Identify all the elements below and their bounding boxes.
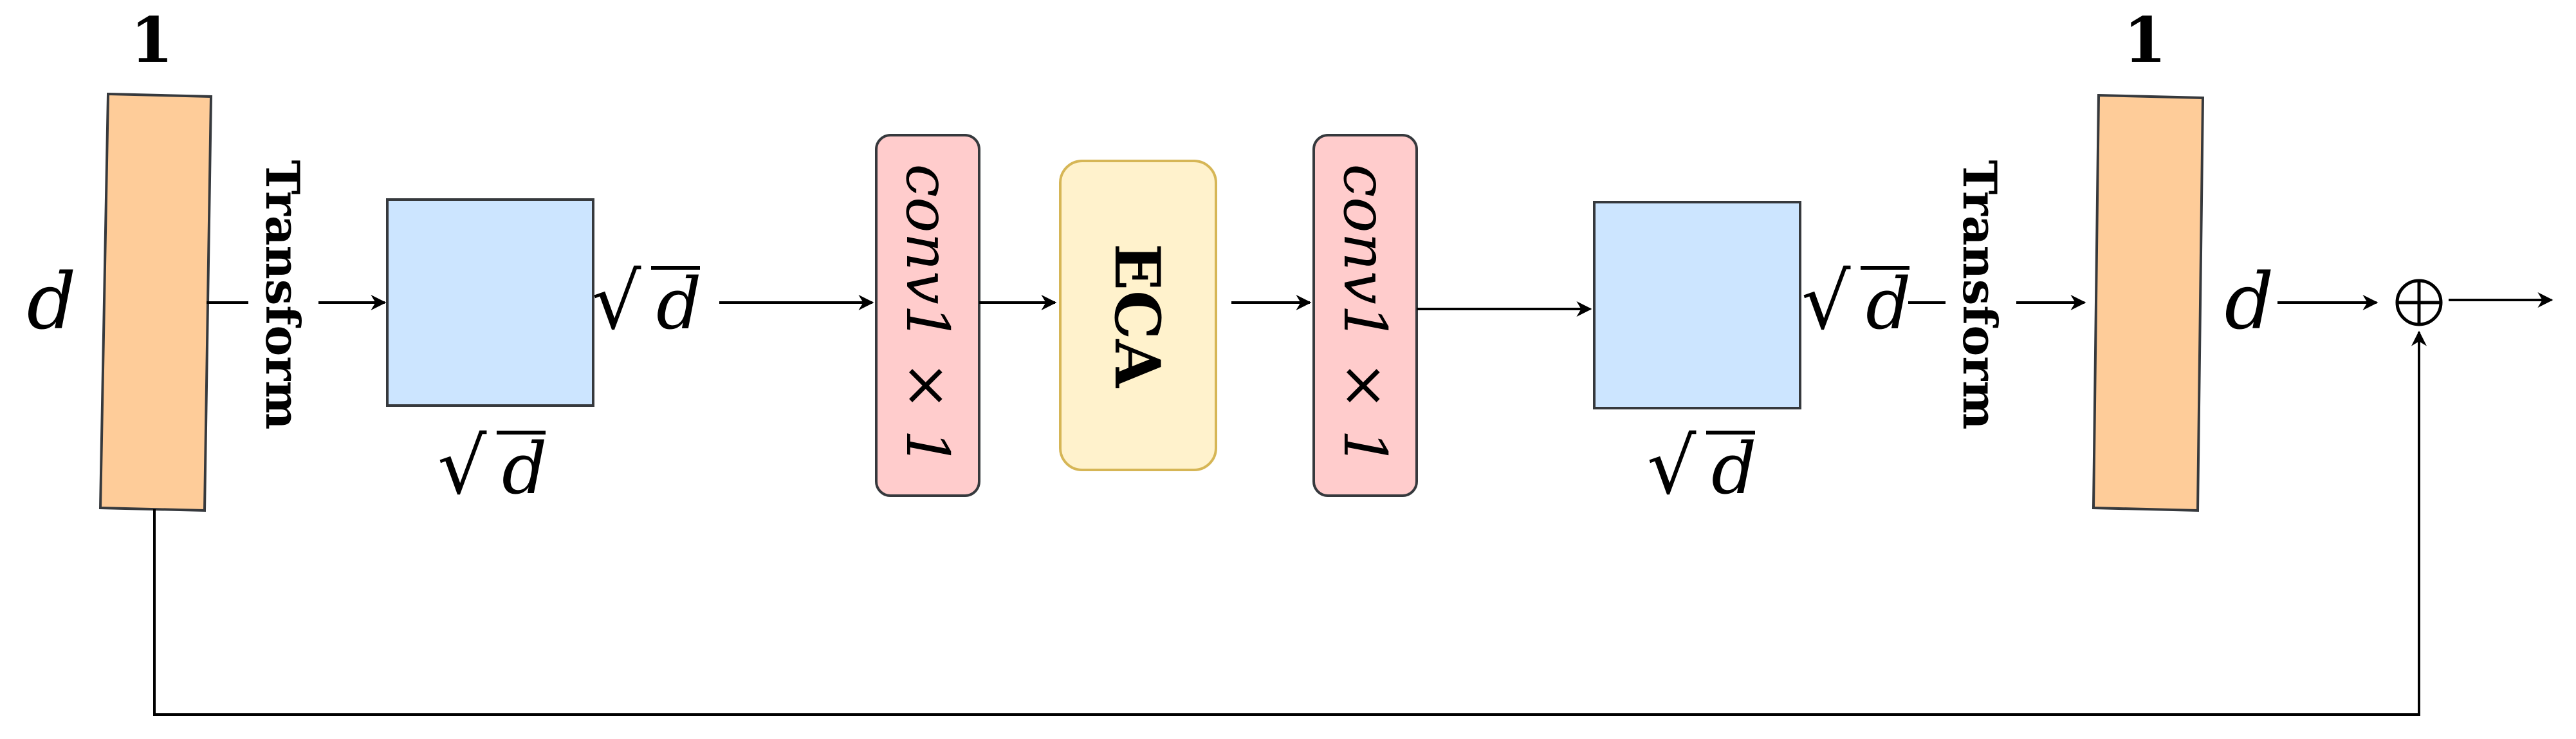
eca-label: ECA — [1101, 243, 1173, 389]
transform-label-in: Transform — [255, 160, 310, 430]
conv-label-a: conv1 × 1 — [893, 164, 962, 467]
svg-text:d: d — [1866, 263, 1911, 345]
conv-block-a — [875, 134, 980, 497]
svg-text:d: d — [656, 263, 701, 345]
svg-text:d: d — [1711, 427, 1756, 510]
sum-node — [2395, 279, 2443, 326]
matrix-b-side-label: √ d — [1801, 257, 1911, 347]
input-dim-label: d — [27, 257, 77, 347]
output-dim-label: d — [2225, 257, 2274, 347]
matrix-b-bottom-label: √ d — [1647, 422, 1756, 512]
conv-block-b — [1312, 134, 1418, 497]
matrix-a-side-label: √ d — [592, 257, 701, 347]
eca-block — [1059, 160, 1217, 471]
matrix-a-bottom-label: √ d — [437, 422, 547, 512]
svg-text:√: √ — [592, 257, 641, 347]
input-vector — [98, 92, 213, 512]
svg-text:√: √ — [1801, 257, 1851, 347]
residual-connection — [153, 330, 2427, 716]
svg-text:√: √ — [1647, 422, 1697, 512]
output-width-label: 1 — [2124, 4, 2167, 77]
conv-label-b: conv1 × 1 — [1330, 164, 1399, 467]
matrix-b — [1593, 201, 1801, 409]
matrix-a — [386, 198, 594, 407]
svg-text:√: √ — [437, 422, 487, 512]
svg-text:d: d — [502, 427, 547, 510]
transform-label-out: Transform — [1953, 160, 2007, 430]
input-width-label: 1 — [131, 4, 174, 77]
output-vector — [2092, 93, 2205, 512]
